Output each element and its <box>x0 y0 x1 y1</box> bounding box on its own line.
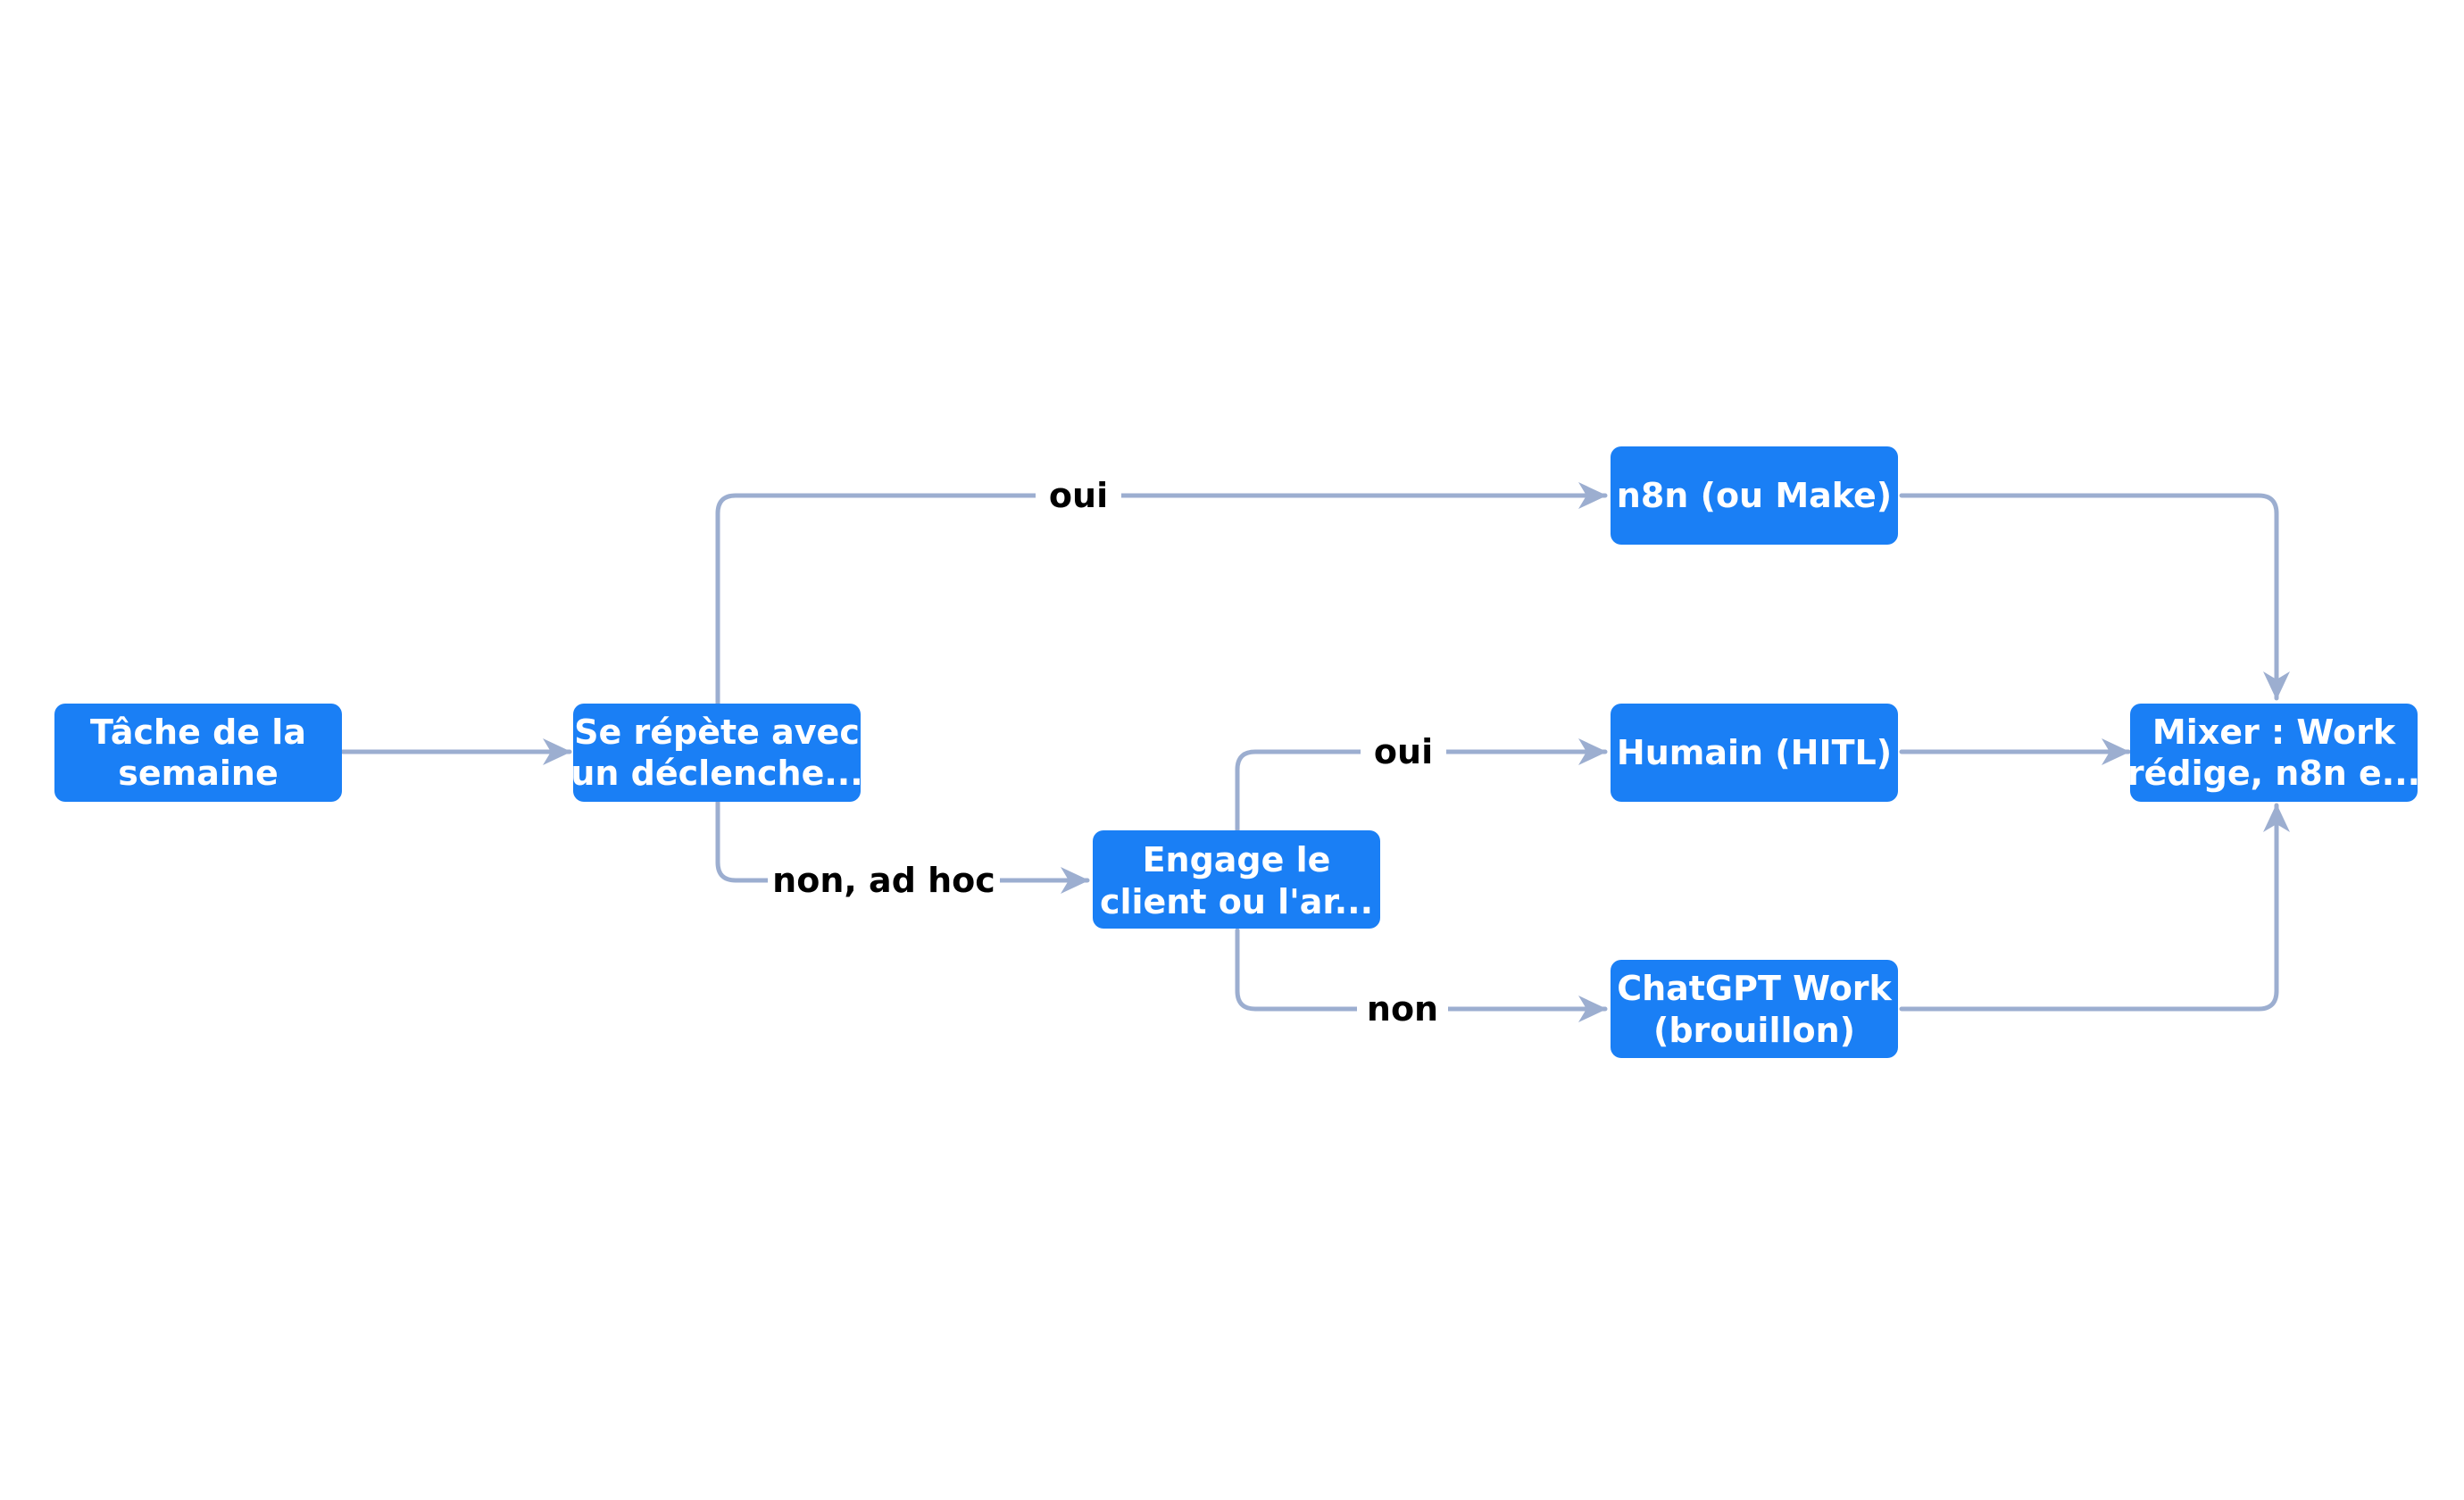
edge-label-engage-non: non <box>1357 985 1448 1033</box>
node-chatgpt-line2: (brouillon) <box>1653 1011 1855 1050</box>
node-mixer-line1: Mixer : Work <box>2152 712 2396 752</box>
edge-engage-to-humain <box>1235 738 1608 833</box>
edge-label-text: oui <box>1374 732 1433 771</box>
edge-n8n-to-mixer <box>1899 493 2290 701</box>
node-engage-line2: client ou l'ar... <box>1100 882 1373 921</box>
node-humain-line1: Humain (HITL) <box>1617 733 1892 772</box>
node-humain: Humain (HITL) <box>1611 704 1898 802</box>
edge-label-text: non, ad hoc <box>772 861 995 900</box>
edge-repete-to-n8n <box>715 482 1608 706</box>
edge-label-engage-oui: oui <box>1361 728 1446 776</box>
node-mixer: Mixer : Work rédige, n8n e... <box>2127 704 2420 802</box>
node-chatgpt-line1: ChatGPT Work <box>1617 969 1892 1008</box>
edge-label-repete-oui: oui <box>1036 471 1121 520</box>
edge-label-text: oui <box>1049 476 1108 515</box>
edge-repete-to-engage <box>715 799 1090 894</box>
edge-chatgpt-to-mixer <box>1899 803 2290 1012</box>
edge-label-repete-non: non, ad hoc <box>768 856 1000 904</box>
edge-engage-to-chatgpt <box>1235 928 1608 1022</box>
node-repete: Se répète avec un déclenche... <box>570 704 863 802</box>
node-n8n: n8n (ou Make) <box>1611 446 1898 545</box>
node-tache-line2: semaine <box>118 754 278 793</box>
node-mixer-line2: rédige, n8n e... <box>2127 754 2420 793</box>
edge-label-text: non <box>1367 989 1438 1029</box>
node-engage-line1: Engage le <box>1143 840 1331 879</box>
node-n8n-line1: n8n (ou Make) <box>1617 476 1892 515</box>
node-tache-line1: Tâche de la <box>90 712 306 752</box>
node-repete-line1: Se répète avec <box>574 712 860 752</box>
node-repete-line2: un déclenche... <box>570 754 862 793</box>
node-engage: Engage le client ou l'ar... <box>1093 830 1380 929</box>
node-tache: Tâche de la semaine <box>54 704 342 802</box>
node-chatgpt: ChatGPT Work (brouillon) <box>1611 960 1898 1058</box>
